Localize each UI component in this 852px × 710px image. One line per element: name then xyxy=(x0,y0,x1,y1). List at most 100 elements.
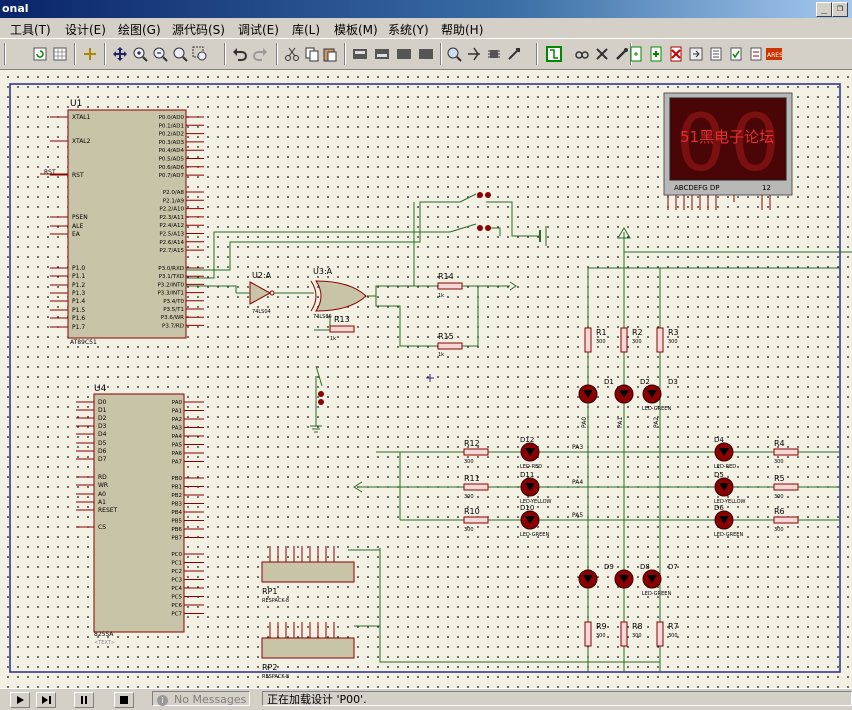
grid-icon[interactable] xyxy=(52,46,68,62)
switch-reset[interactable] xyxy=(315,365,324,405)
block-copy-icon[interactable] xyxy=(352,46,368,62)
refresh-icon[interactable] xyxy=(32,46,48,62)
exit-to-parent-icon[interactable] xyxy=(688,46,704,62)
menu-tools[interactable]: 工具(T) xyxy=(10,23,51,37)
u4-pin-label: D4 xyxy=(98,431,107,438)
minimize-button[interactable]: _ xyxy=(816,2,832,17)
bill-of-materials-icon[interactable] xyxy=(708,46,724,62)
netlist-icon[interactable] xyxy=(748,46,764,62)
zoom-area-icon[interactable] xyxy=(192,46,208,62)
menu-debug[interactable]: 调试(E) xyxy=(238,23,279,37)
resistor-r10-ref: R10 xyxy=(464,507,480,516)
menu-graph[interactable]: 绘图(G) xyxy=(118,23,161,37)
u4-pin-label: PB7 xyxy=(171,536,182,542)
rp2-respack[interactable]: RP2 RESPACK-8 xyxy=(261,637,355,680)
stop-button[interactable] xyxy=(114,692,134,708)
ares-icon[interactable]: ARES xyxy=(766,46,782,62)
u1-chip[interactable]: U1 AT89C51 xyxy=(67,99,187,346)
pause-button[interactable] xyxy=(74,692,94,708)
r15-resistor[interactable]: R15 1k xyxy=(437,332,463,358)
wire-autorouter-icon[interactable] xyxy=(546,46,562,62)
new-sheet-icon[interactable] xyxy=(628,46,644,62)
led-d1[interactable]: D1 xyxy=(578,378,614,404)
u1-right-pins: P0.0/AD0P0.1/AD1P0.2/AD2P0.3/AD3P0.4/AD4… xyxy=(157,115,204,329)
cut-icon[interactable] xyxy=(284,46,300,62)
menu-source[interactable]: 源代码(S) xyxy=(172,23,225,37)
block-delete-icon[interactable] xyxy=(418,46,434,62)
u4-chip[interactable]: U4 8255A <TEXT> xyxy=(93,384,185,646)
led-d2[interactable]: D2 xyxy=(614,378,650,404)
switch-mid[interactable] xyxy=(449,223,491,233)
toolbar-separator xyxy=(74,43,76,65)
package-tool-icon[interactable] xyxy=(486,46,502,62)
rp1-respack[interactable]: RP1 RESPACK-8 xyxy=(261,561,355,604)
led-d6-ref: D6 xyxy=(714,504,724,512)
pan-icon[interactable] xyxy=(112,46,128,62)
menu-design[interactable]: 设计(E) xyxy=(65,23,106,37)
switch-top[interactable] xyxy=(459,192,491,203)
block-rotate-icon[interactable] xyxy=(396,46,412,62)
u2a-part: 74LS04 xyxy=(252,309,271,315)
led-d10-part: LED-GREEN xyxy=(520,532,549,538)
design-explorer-icon[interactable] xyxy=(614,46,630,62)
pick-device-icon[interactable] xyxy=(446,46,462,62)
search-tag-icon[interactable] xyxy=(574,46,590,62)
zoom-in-icon[interactable] xyxy=(132,46,148,62)
r13-resistor[interactable]: R13 1k xyxy=(329,315,355,342)
add-sheet-icon[interactable] xyxy=(648,46,664,62)
u2a-inverter[interactable]: U2:A 74LS04 xyxy=(236,271,314,315)
led-d9-ref: D9 xyxy=(604,563,614,571)
led-d8[interactable]: D8 xyxy=(614,563,650,589)
menu-system[interactable]: 系统(Y) xyxy=(388,23,429,37)
delete-sheet-icon[interactable] xyxy=(668,46,684,62)
u3a-xor-gate[interactable]: U3:A 74LS86 xyxy=(310,267,376,320)
decompose-icon[interactable] xyxy=(506,46,522,62)
block-move-icon[interactable] xyxy=(374,46,390,62)
paste-icon[interactable] xyxy=(322,46,338,62)
zoom-out-icon[interactable] xyxy=(152,46,168,62)
led-d9[interactable]: D9 xyxy=(578,563,614,589)
play-button[interactable] xyxy=(10,692,30,708)
restore-button[interactable]: ❐ xyxy=(832,2,848,17)
redo-icon[interactable] xyxy=(252,46,268,62)
undo-icon[interactable] xyxy=(232,46,248,62)
property-tool-icon[interactable] xyxy=(594,46,610,62)
step-button[interactable] xyxy=(36,692,56,708)
make-device-icon[interactable] xyxy=(466,46,482,62)
seven-segment-display[interactable]: 00 51黑电子论坛 ABCDEFG DP 12 xyxy=(663,92,793,196)
copy-icon[interactable] xyxy=(304,46,320,62)
origin-icon[interactable] xyxy=(82,46,98,62)
menu-template[interactable]: 模板(M) xyxy=(334,23,378,37)
menu-help[interactable]: 帮助(H) xyxy=(441,23,484,37)
electrical-check-icon[interactable] xyxy=(728,46,744,62)
menu-library[interactable]: 库(L) xyxy=(292,23,321,37)
u4-pin-label: D2 xyxy=(98,415,107,422)
led-d11-part: LED-YELLOW xyxy=(520,499,552,505)
resistor-r11-value: 300 xyxy=(464,494,474,500)
zoom-all-icon[interactable] xyxy=(172,46,188,62)
resistor-r9-value: 300 xyxy=(596,633,606,639)
r14-resistor[interactable]: R14 1k xyxy=(437,272,463,299)
